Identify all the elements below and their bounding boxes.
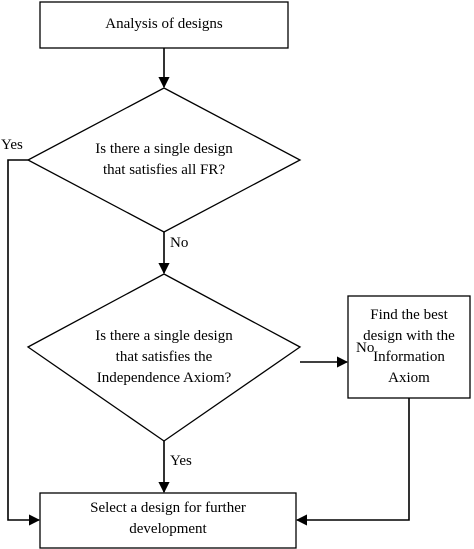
edge-label-no-right: No [356, 340, 375, 356]
decision1-label: Is there a single design that satisfies … [44, 139, 284, 181]
select-line-1: Select a design for further [90, 500, 246, 516]
edge-label-yes-down: Yes [170, 453, 192, 469]
analysis-text: Analysis of designs [105, 16, 223, 32]
analysis-label: Analysis of designs [40, 14, 288, 35]
decision1-line-1: Is there a single design [95, 141, 233, 157]
arrow-decision1-yes [7, 159, 41, 526]
edge-label-no-down: No [170, 235, 189, 251]
decision2-line-2: that satisfies the [115, 349, 213, 365]
decision2-label: Is there a single design that satisfies … [44, 326, 284, 389]
decision2-line-1: Is there a single design [95, 328, 233, 344]
analysis-box [39, 1, 289, 49]
select-label: Select a design for further development [40, 498, 296, 540]
decision2-line-3: Independence Axiom? [96, 370, 232, 386]
select-line-2: development [129, 521, 207, 537]
select-box [39, 492, 297, 549]
arrow-info-axiom-to-select [295, 398, 410, 526]
decision1-line-2: that satisfies all FR? [102, 162, 226, 178]
info-axiom-line-1: Find the best [370, 307, 448, 323]
info-axiom-line-2: design with the [363, 328, 455, 344]
edge-label-yes-left: Yes [1, 137, 23, 153]
info-axiom-box [347, 295, 471, 399]
info-axiom-line-3: Information [373, 349, 445, 365]
info-axiom-label: Find the best design with the Informatio… [348, 305, 470, 389]
info-axiom-line-4: Axiom [388, 370, 430, 386]
